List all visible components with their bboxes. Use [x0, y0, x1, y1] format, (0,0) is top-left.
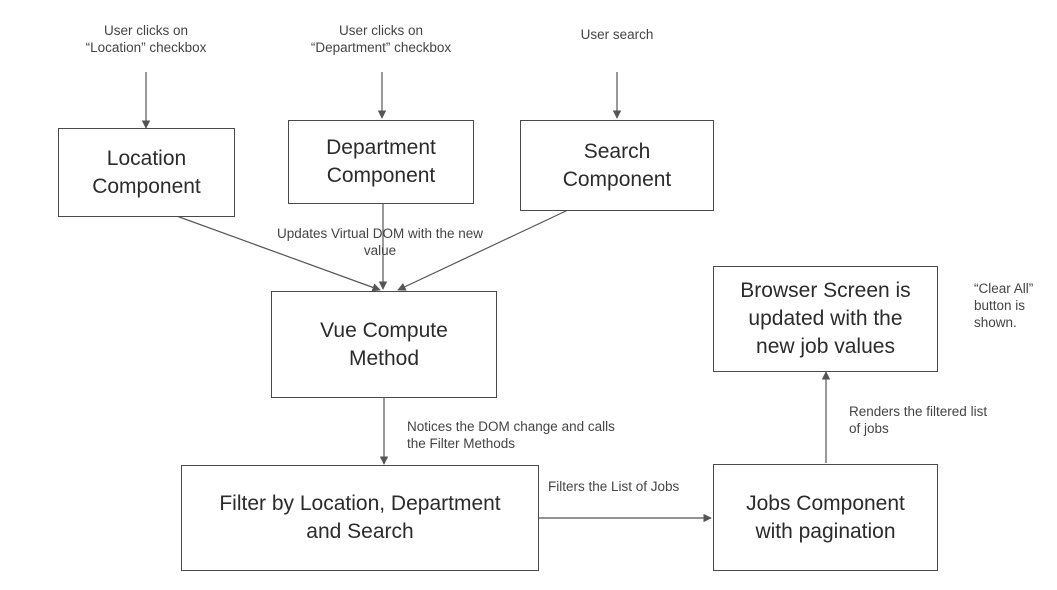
renders-filtered-label: Renders the filtered list of jobs — [849, 404, 988, 436]
arrow-search-to-vue — [397, 209, 569, 291]
search-component-box: Search Component — [520, 120, 714, 211]
filter-box: Filter by Location, Department and Searc… — [181, 465, 539, 571]
department-trigger-label: User clicks on “Department” checkbox — [310, 23, 452, 55]
location-component-box: Location Component — [58, 128, 235, 217]
filters-list-label: Filters the List of Jobs — [548, 479, 680, 494]
notices-dom-change-label: Notices the DOM change and calls the Fil… — [407, 419, 615, 451]
location-trigger-label: User clicks on “Location” checkbox — [85, 23, 207, 55]
search-trigger-label: User search — [580, 27, 654, 42]
vue-compute-method-box: Vue Compute Method — [271, 291, 497, 398]
browser-screen-box: Browser Screen is updated with the new j… — [713, 266, 938, 372]
jobs-component-box: Jobs Component with pagination — [713, 464, 938, 571]
arrow-location-to-vue — [159, 209, 381, 292]
updates-virtual-dom-label: Updates Virtual DOM with the new value — [276, 226, 484, 258]
clear-all-note: “Clear All” button is shown. — [974, 281, 1034, 330]
department-component-box: Department Component — [288, 120, 474, 204]
